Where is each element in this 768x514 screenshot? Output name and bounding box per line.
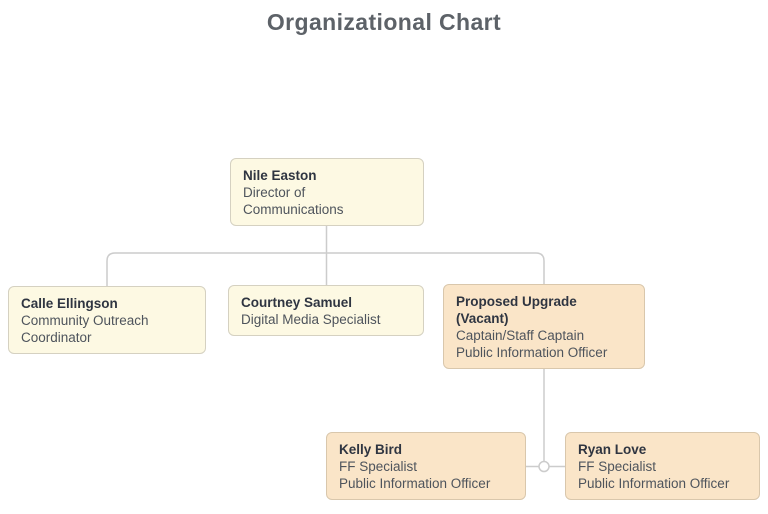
node-role: Public Information Officer	[578, 476, 730, 491]
node-role: Community Outreach	[21, 313, 149, 328]
connector-branch-bar	[106, 252, 545, 300]
node-name: (Vacant)	[456, 311, 509, 326]
node-name: Kelly Bird	[339, 442, 403, 457]
chart-title: Organizational Chart	[266, 9, 502, 35]
node-name: Ryan Love	[578, 442, 647, 457]
node-name: Calle Ellingson	[21, 296, 118, 311]
node-role: FF Specialist	[339, 459, 418, 474]
connector-junction-circle	[538, 460, 550, 473]
node-role: Communications	[243, 202, 344, 217]
node-role: Public Information Officer	[339, 476, 491, 491]
org-node-kelly-bird: Kelly Bird FF Specialist Public Informat…	[326, 432, 526, 500]
node-role: Coordinator	[21, 330, 92, 345]
org-node-courtney-samuel: Courtney Samuel Digital Media Specialist	[228, 285, 424, 336]
node-role: FF Specialist	[578, 459, 657, 474]
node-name: Proposed Upgrade	[456, 294, 577, 309]
node-role: Captain/Staff Captain	[456, 328, 585, 343]
node-role: Public Information Officer	[456, 345, 608, 360]
org-node-ryan-love: Ryan Love FF Specialist Public Informati…	[565, 432, 760, 500]
org-node-proposed-upgrade-vacant: Proposed Upgrade (Vacant) Captain/Staff …	[443, 284, 645, 369]
node-name: Nile Easton	[243, 168, 317, 183]
org-node-nile-easton: Nile Easton Director of Communications	[230, 158, 424, 226]
node-role: Director of	[243, 185, 306, 200]
node-role: Digital Media Specialist	[241, 312, 381, 327]
node-name: Courtney Samuel	[241, 295, 353, 310]
org-node-calle-ellingson: Calle Ellingson Community Outreach Coord…	[8, 286, 206, 354]
